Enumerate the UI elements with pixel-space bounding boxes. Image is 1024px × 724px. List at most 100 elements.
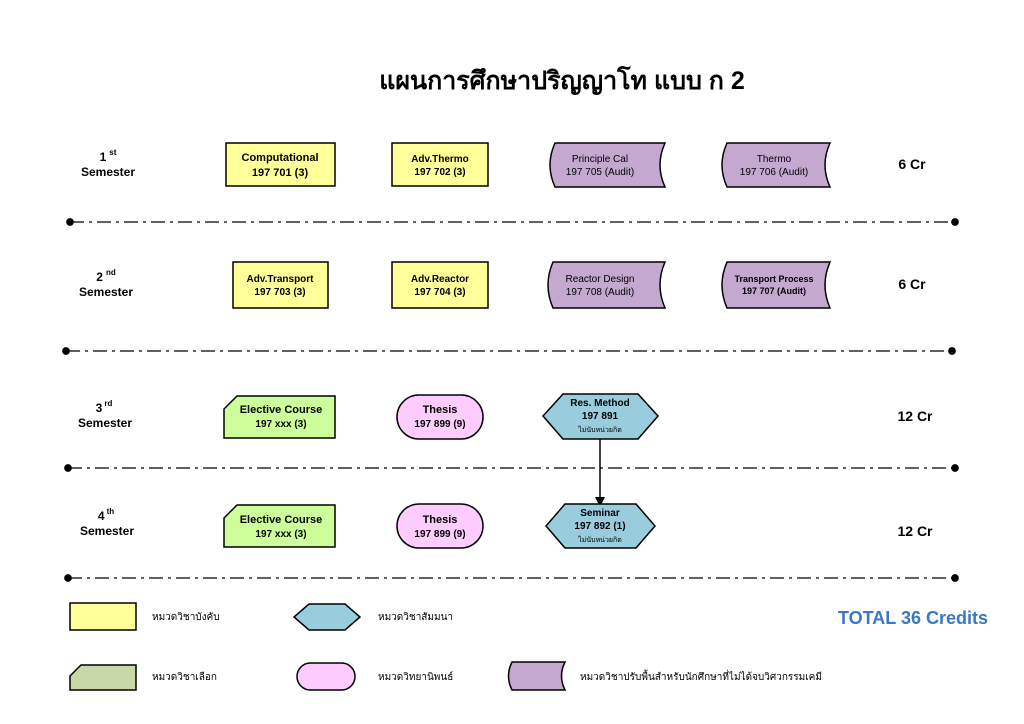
course-code: 197 707 (Audit) [742,286,806,296]
course-box-elective-3: Elective Course 197 xxx (3) [223,395,336,439]
foundation-course-shape [721,142,832,188]
separator-dot [64,574,72,582]
semester-word: Semester [80,524,134,538]
semester-word: Semester [81,165,135,179]
svg-text:1st: 1st [100,148,117,164]
course-name: Elective Course [240,404,323,416]
course-name: Elective Course [240,514,323,526]
semester-separators [62,218,959,582]
core-course-shape [391,142,489,187]
thesis-course-shape [396,503,484,549]
semester-suffix: st [109,148,116,157]
semester-credits-1: 6 Cr [898,156,926,172]
legend-label-seminar: หมวดวิชาสัมมนา [378,612,453,623]
course-note: ไม่นับหน่วยกิต [577,535,622,544]
course-name: Thermo [757,154,792,165]
course-name: Adv.Thermo [411,154,469,165]
course-name: Computational [242,152,319,164]
course-code: 197 705 (Audit) [566,167,634,178]
legend-item-foundation: หมวดวิชาปรับพื้นสำหรับนักศึกษาที่ไม่ได้จ… [507,661,822,691]
course-name: Thesis [423,514,458,526]
course-code: 197 702 (3) [414,167,465,178]
course-box-elective-4: Elective Course 197 xxx (3) [223,504,336,548]
course-code: 197 899 (9) [414,529,465,540]
course-box-thermo: Thermo 197 706 (Audit) [721,142,832,188]
course-name: Res. Method [570,398,629,409]
course-code: 197 xxx (3) [255,419,306,430]
course-code: 197 708 (Audit) [566,287,634,298]
legend-swatch-thesis [296,662,356,691]
separator-dot [64,464,72,472]
semester-credits-3: 12 Cr [897,408,933,424]
course-code: 197 701 (3) [252,167,309,179]
course-code: 197 704 (3) [414,287,465,298]
core-course-shape [391,261,489,309]
course-box-computational: Computational 197 701 (3) [225,142,336,187]
elective-course-shape [223,395,336,439]
course-code: 197 899 (9) [414,419,465,430]
total-credits: TOTAL 36 Credits [838,608,988,628]
semester-suffix: rd [104,399,112,408]
course-name: Reactor Design [566,274,635,285]
semester-number: 2 [96,270,103,284]
page-title: แผนการศึกษาปริญญาโท แบบ ก 2 [379,65,745,95]
semester-word: Semester [78,416,132,430]
course-note: ไม่นับหน่วยกิต [577,425,622,434]
course-box-principle-cal: Principle Cal 197 705 (Audit) [549,142,667,188]
course-box-adv-thermo: Adv.Thermo 197 702 (3) [391,142,489,187]
semester-suffix: th [107,507,115,516]
svg-text:4th: 4th [98,507,114,523]
course-box-adv-transport: Adv.Transport 197 703 (3) [232,261,329,309]
semester-number: 4 [98,509,105,523]
legend-item-elective: หมวดวิชาเลือก [69,664,217,691]
course-code: 197 892 (1) [574,521,625,532]
semester-credits-4: 12 Cr [897,523,933,539]
course-box-adv-reactor: Adv.Reactor 197 704 (3) [391,261,489,309]
course-box-reactor-design: Reactor Design 197 708 (Audit) [547,261,667,309]
separator-dot [951,464,959,472]
svg-text:3rd: 3rd [96,399,113,415]
separator-dot [951,574,959,582]
course-name: Thesis [423,404,458,416]
core-course-shape [225,142,336,187]
legend-swatch-elective [69,664,137,691]
course-name: Principle Cal [572,154,628,165]
foundation-course-shape [721,261,832,309]
separator-dot [951,218,959,226]
course-box-seminar: Seminar 197 892 (1) ไม่นับหน่วยกิต [545,503,656,549]
semester-number: 3 [96,401,103,415]
course-box-transport-process: Transport Process 197 707 (Audit) [721,261,832,309]
legend-swatch-seminar [292,603,362,631]
separator-dot [62,347,70,355]
legend-item-seminar: หมวดวิชาสัมมนา [292,603,453,631]
svg-text:2nd: 2nd [96,268,116,284]
core-course-shape [232,261,329,309]
course-code: 197 706 (Audit) [740,167,808,178]
foundation-course-shape [549,142,667,188]
elective-course-shape [223,504,336,548]
legend-label-core: หมวดวิชาบังคับ [152,612,220,623]
foundation-course-shape [547,261,667,309]
separator-dot [66,218,74,226]
course-name: Seminar [580,508,620,519]
legend-item-core: หมวดวิชาบังคับ [69,602,220,631]
course-code: 197 xxx (3) [255,529,306,540]
course-name: Transport Process [734,274,813,284]
legend-label-thesis: หมวดวิทยานิพนธ์ [378,671,453,683]
semester-suffix: nd [106,268,116,277]
legend: หมวดวิชาบังคับ หมวดวิชาสัมมนา หมวดวิชาเล… [69,602,822,691]
course-code: 197 703 (3) [254,287,305,298]
legend-swatch-core [69,602,137,631]
semester-credits-2: 6 Cr [898,276,926,292]
thesis-course-shape [396,394,484,440]
legend-label-elective: หมวดวิชาเลือก [152,671,217,683]
course-name: Adv.Transport [246,274,314,285]
semester-word: Semester [79,285,133,299]
semester-number: 1 [100,150,107,164]
course-box-thesis-4: Thesis 197 899 (9) [396,503,484,549]
legend-label-foundation: หมวดวิชาปรับพื้นสำหรับนักศึกษาที่ไม่ได้จ… [580,669,822,683]
